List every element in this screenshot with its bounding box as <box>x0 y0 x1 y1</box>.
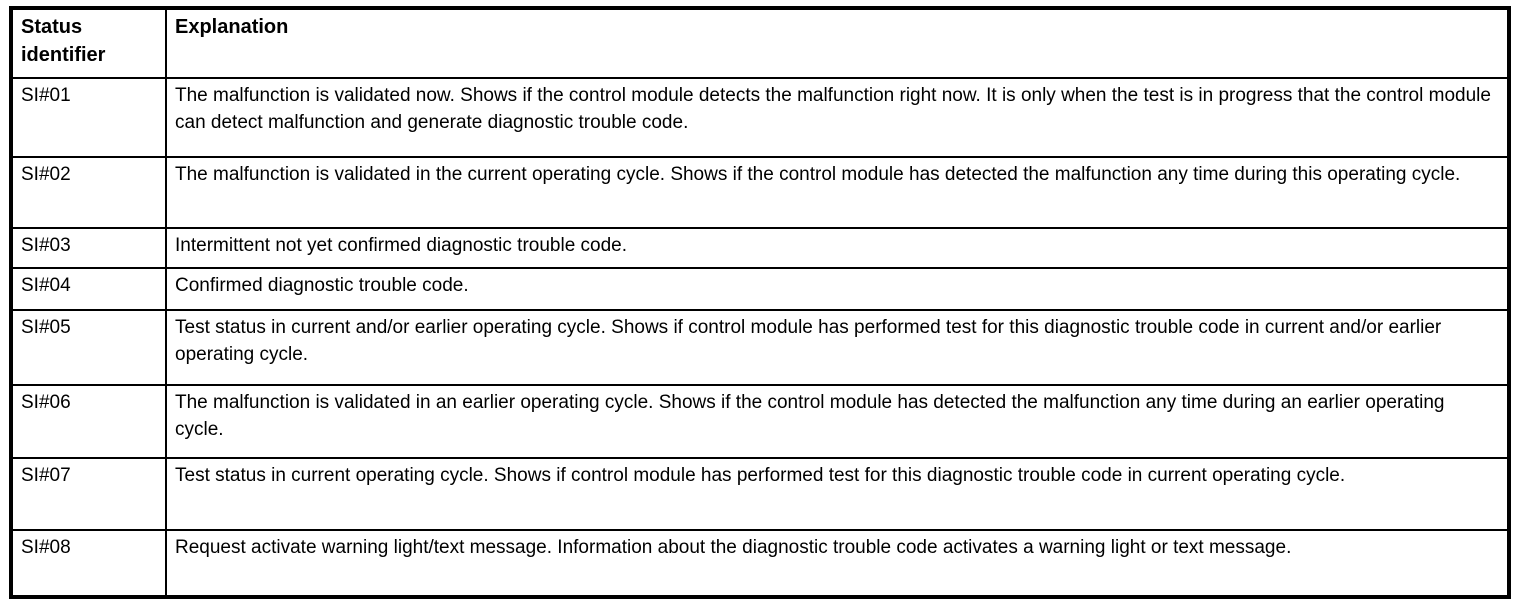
explanation-cell: The malfunction is validated in the curr… <box>165 156 1510 229</box>
status-identifier-cell: SI#05 <box>10 309 167 386</box>
table-header-row: Status identifier Explanation <box>10 7 1510 79</box>
table-row: SI#03 Intermittent not yet confirmed dia… <box>10 227 1510 269</box>
status-identifier-cell: SI#02 <box>10 156 167 229</box>
status-identifier-cell: SI#07 <box>10 457 167 531</box>
status-identifier-cell: SI#04 <box>10 267 167 311</box>
table-row: SI#08 Request activate warning light/tex… <box>10 529 1510 598</box>
status-identifier-cell: SI#08 <box>10 529 167 598</box>
explanation-cell: Test status in current operating cycle. … <box>165 457 1510 531</box>
explanation-cell: Request activate warning light/text mess… <box>165 529 1510 598</box>
table-row: SI#05 Test status in current and/or earl… <box>10 309 1510 386</box>
explanation-cell: Intermittent not yet confirmed diagnosti… <box>165 227 1510 269</box>
explanation-cell: The malfunction is validated in an earli… <box>165 384 1510 459</box>
status-identifier-cell: SI#06 <box>10 384 167 459</box>
header-status-identifier: Status identifier <box>10 7 167 79</box>
table-row: SI#02 The malfunction is validated in th… <box>10 156 1510 229</box>
table-row: SI#01 The malfunction is validated now. … <box>10 77 1510 158</box>
status-identifier-cell: SI#03 <box>10 227 167 269</box>
status-identifier-table: Status identifier Explanation SI#01 The … <box>9 6 1511 599</box>
table-row: SI#06 The malfunction is validated in an… <box>10 384 1510 459</box>
header-explanation: Explanation <box>165 7 1510 79</box>
table-row: SI#07 Test status in current operating c… <box>10 457 1510 531</box>
explanation-cell: Confirmed diagnostic trouble code. <box>165 267 1510 311</box>
explanation-cell: The malfunction is validated now. Shows … <box>165 77 1510 158</box>
explanation-cell: Test status in current and/or earlier op… <box>165 309 1510 386</box>
table-row: SI#04 Confirmed diagnostic trouble code. <box>10 267 1510 311</box>
status-identifier-cell: SI#01 <box>10 77 167 158</box>
